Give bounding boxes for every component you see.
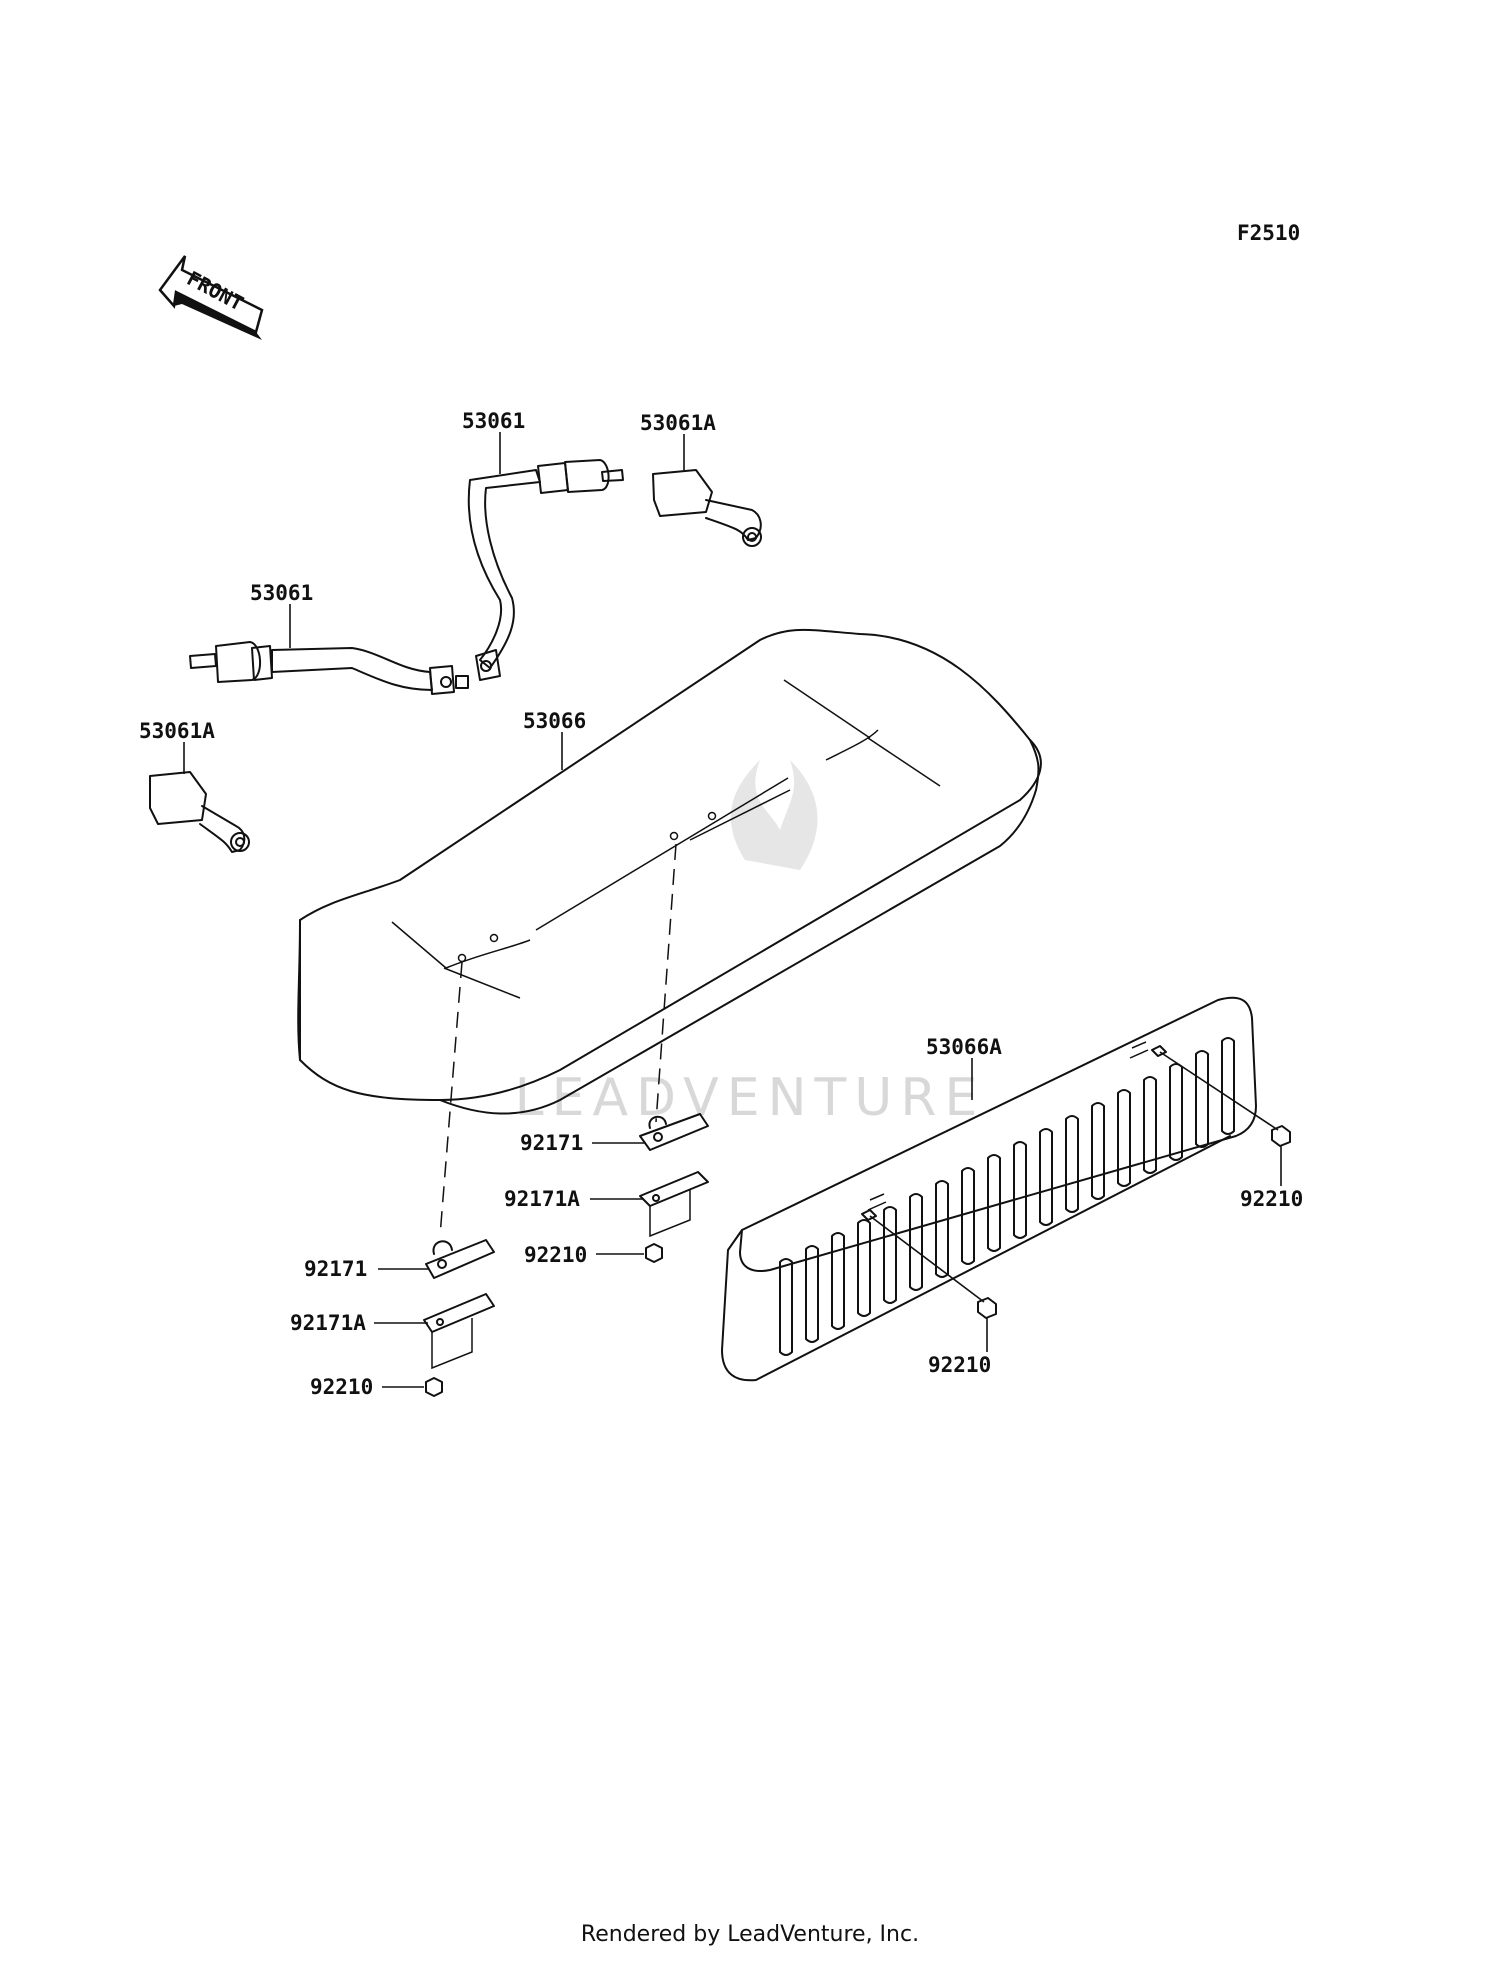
- nut-backrest-icon: [977, 1297, 997, 1319]
- bracket-left: [425, 1239, 495, 1279]
- callout-label-buckle-left: 53061A: [139, 719, 215, 743]
- backrest-slot: [805, 1245, 819, 1343]
- callout-bracket-left: 92171: [304, 1257, 428, 1281]
- callout-label-nut-center: 92210: [524, 1243, 587, 1267]
- bracket-center: [639, 1113, 709, 1151]
- backrest-slot: [1221, 1037, 1235, 1135]
- callout-label-seat: 53066: [523, 709, 586, 733]
- callout-label-nut-left: 92210: [310, 1375, 373, 1399]
- backrest-screw-line-center: [869, 1215, 985, 1303]
- watermark: LEADVENTURE: [515, 760, 986, 1128]
- backrest-slot: [1195, 1050, 1209, 1148]
- backrest-slot: [1091, 1102, 1105, 1200]
- plate-center: [639, 1171, 709, 1238]
- callout-label-bracket-left: 92171: [304, 1257, 367, 1281]
- footer-credit: Rendered by LeadVenture, Inc.: [580, 1922, 920, 1947]
- callout-label-backrest: 53066A: [926, 1035, 1002, 1059]
- backrest-slot: [987, 1154, 1001, 1252]
- seat-belt-buckle-upper: [652, 469, 762, 547]
- callout-backrest: 53066A: [926, 1035, 1002, 1100]
- backrest-slot: [935, 1180, 949, 1278]
- backrest-slot: [1013, 1141, 1027, 1239]
- backrest-slot: [1039, 1128, 1053, 1226]
- backrest-slot: [1143, 1076, 1157, 1174]
- backrest-slot: [1169, 1063, 1183, 1161]
- callout-label-plate-left: 92171A: [290, 1311, 366, 1335]
- callout-label-bracket-center: 92171: [520, 1131, 583, 1155]
- nut-left-icon: [425, 1377, 443, 1397]
- callout-bracket-center: 92171: [520, 1131, 646, 1155]
- callout-label-plate-center: 92171A: [504, 1187, 580, 1211]
- nut-right-icon: [1271, 1125, 1291, 1147]
- backrest-slot: [831, 1232, 845, 1330]
- callout-label-nut-backrest: 92210: [928, 1353, 991, 1377]
- callout-buckle-upper: 53061A: [640, 411, 716, 472]
- callout-plate-left: 92171A: [290, 1311, 428, 1335]
- callout-nut-center: 92210: [524, 1243, 644, 1267]
- attachment-line-left: [439, 961, 463, 1237]
- seat-belt-upper: [467, 459, 624, 681]
- callout-belt-left: 53061: [250, 581, 313, 648]
- front-arrow-icon: FRONT: [158, 255, 264, 340]
- callout-nut-backrest: 92210: [928, 1318, 991, 1377]
- seat-cushion: [297, 628, 1042, 1115]
- backrest-slot: [961, 1167, 975, 1265]
- callout-label-nut-right: 92210: [1240, 1187, 1303, 1211]
- backrest-slots: [779, 1037, 1235, 1356]
- callout-label-belt-upper: 53061: [462, 409, 525, 433]
- seat-belt-buckle-left: [149, 771, 250, 853]
- backrest-slot: [857, 1219, 871, 1317]
- backrest-slot: [909, 1193, 923, 1291]
- backrest-slot: [883, 1206, 897, 1304]
- seat-belt-left: [189, 641, 469, 695]
- callout-seat: 53066: [523, 709, 586, 770]
- backrest-slot: [779, 1258, 793, 1356]
- callout-buckle-left: 53061A: [139, 719, 215, 774]
- callout-label-belt-left: 53061: [250, 581, 313, 605]
- backrest: [721, 996, 1257, 1382]
- backrest-slot: [1117, 1089, 1131, 1187]
- diagram-code: F2510: [1237, 221, 1300, 245]
- nut-center-icon: [645, 1243, 663, 1263]
- attachment-line-center: [655, 843, 677, 1123]
- callout-belt-upper: 53061: [462, 409, 525, 474]
- callout-nut-right: 92210: [1240, 1146, 1303, 1211]
- plate-left: [423, 1293, 495, 1370]
- callout-label-buckle-upper: 53061A: [640, 411, 716, 435]
- backrest-screw-line-right: [1159, 1051, 1279, 1131]
- callout-nut-left: 92210: [310, 1375, 424, 1399]
- watermark-text: LEADVENTURE: [515, 1068, 986, 1128]
- callout-plate-center: 92171A: [504, 1187, 644, 1211]
- backrest-slot: [1065, 1115, 1079, 1213]
